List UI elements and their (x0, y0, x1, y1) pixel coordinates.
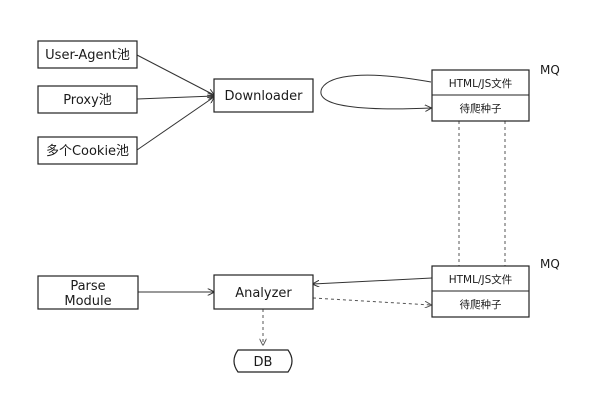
edge-downloader-mq-loop (320, 74, 431, 109)
user-agent-pool-label: User-Agent池 (45, 48, 130, 63)
parse-module-label-line2: Module (64, 294, 111, 309)
cookie-pool-node: 多个Cookie池 (37, 136, 138, 165)
edge-proxy-to-downloader (136, 96, 214, 99)
bottom-mq-label: MQ (540, 257, 560, 271)
edge-mq-to-analyzer (313, 277, 433, 284)
downloader-node: Downloader (213, 78, 314, 113)
user-agent-pool-node: User-Agent池 (37, 40, 138, 69)
edge-analyzer-to-mq (312, 297, 431, 305)
bottom-mq-slot-html-js: HTML/JS文件 (449, 273, 513, 286)
downloader-label: Downloader (225, 89, 304, 104)
edge-cookie-to-downloader (136, 97, 214, 151)
cookie-pool-label: 多个Cookie池 (46, 143, 129, 159)
db-label: DB (254, 355, 273, 370)
top-mq-slot-seeds: 待爬种子 (460, 102, 502, 115)
db-node: DB (233, 349, 293, 373)
top-message-queue: HTML/JS文件 待爬种子 (431, 69, 530, 122)
analyzer-node: Analyzer (213, 274, 314, 310)
proxy-pool-node: Proxy池 (37, 85, 138, 114)
bottom-message-queue: HTML/JS文件 待爬种子 (431, 265, 530, 318)
proxy-pool-label: Proxy池 (63, 93, 112, 108)
parse-module-label-line1: Parse (70, 279, 105, 294)
parse-module-node: Parse Module (37, 275, 139, 310)
bottom-mq-slot-seeds: 待爬种子 (460, 298, 502, 311)
top-mq-label: MQ (540, 63, 560, 77)
analyzer-label: Analyzer (235, 286, 292, 301)
edge-user-agent-to-downloader (136, 54, 214, 95)
top-mq-slot-html-js: HTML/JS文件 (449, 77, 513, 90)
